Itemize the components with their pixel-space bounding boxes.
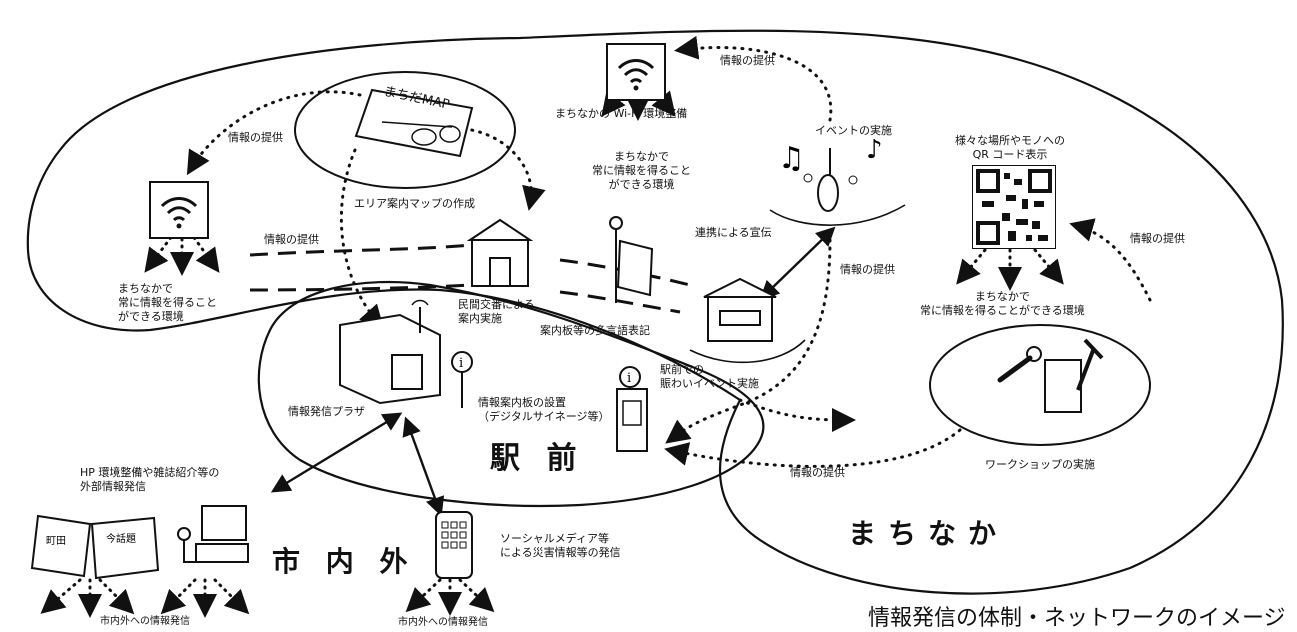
label-social: ソーシャルメディア等 による災害情報等の発信 [500,532,621,560]
label-env-right: まちなかで 常に情報を得ることができる環境 [920,290,1085,318]
kiosk-underline [689,339,806,364]
label-ekimae-event: 駅前での 賑わいイベント実施 [660,363,759,391]
wifi-icon-left [148,180,210,240]
svg-text:i: i [459,356,463,371]
workshop-tools-icon [990,330,1110,420]
label-plaza: 情報発信プラザ [288,405,365,418]
label-info-2: 情報の提供 [264,233,319,246]
label-info-4: 情報の提供 [840,263,895,276]
region-ekimae: 駅 前 [490,441,585,476]
wifi-icon-top [605,42,667,102]
svg-text:♫: ♫ [778,141,805,176]
label-info-5: 情報の提供 [1130,232,1185,245]
label-outside-1: 市内外への情報発信 [100,616,190,627]
label-signage-2: （デジタルサイネージ等） [478,410,610,423]
label-social-1: ソーシャルメディア等 [500,532,610,545]
info-plaza-icon [330,295,450,405]
label-info-1: 情報の提供 [228,131,283,144]
svg-text:♪: ♪ [866,135,883,165]
label-outside-2: 市内外への情報発信 [398,617,488,628]
label-ekimae-event-2: 賑わいイベント実施 [660,377,759,390]
event-underline [769,204,906,226]
label-workshop: ワークショップの実施 [985,458,1095,471]
label-social-2: による災害情報等の発信 [500,546,621,559]
svg-text:町田: 町田 [46,536,66,547]
machinaka-outline [26,29,1284,595]
label-signage: 情報案内板の設置 （デジタルサイネージ等） [478,396,610,424]
region-machinaka: まちなか [848,517,1009,550]
diagram-caption: 情報発信の体制・ネットワークのイメージ [868,606,1286,631]
label-private-1: 民間交番による [458,298,535,311]
magazines-icon: 町田 今話題 [30,508,160,580]
label-env-center: まちなかで 常に情報を得ること ができる環境 [592,150,691,192]
label-hp-1: HP 環境整備や雑誌紹介等の [80,466,220,479]
label-env-right-1: まちなかで [974,290,1030,303]
computer-icon [172,492,252,572]
label-hp-2: 外部情報発信 [80,480,146,493]
label-wifi-top: まちなかの Wi-Fi 環境整備 [555,107,688,120]
label-info-3: 情報の提供 [720,54,775,67]
label-env-left-2: 常に情報を得ること [118,296,217,309]
label-env-center-2: 常に情報を得ること [592,164,691,177]
label-hp: HP 環境整備や雑誌紹介等の 外部情報発信 [80,466,219,494]
label-multilang: 案内板等の多言語表記 [540,324,650,337]
kiosk-icon [700,275,780,345]
label-env-center-3: ができる環境 [608,178,675,191]
label-map-creation: エリア案内マップの作成 [354,197,475,210]
label-ekimae-event-1: 駅前での [660,363,704,376]
info-sign-icon: i [450,350,474,410]
label-qr-2: QR コード表示 [972,148,1048,161]
label-pr: 連携による宣伝 [695,226,772,239]
svg-text:i: i [627,371,631,386]
label-info-6: 情報の提供 [790,466,845,479]
label-env-left-3: ができる環境 [118,310,184,323]
signpost-icon [598,215,658,305]
label-qr: 様々な場所やモノへの QR コード表示 [955,134,1065,162]
label-signage-1: 情報案内板の設置 [478,396,566,409]
qr-code-icon [971,164,1057,250]
workshop-outline [929,324,1151,446]
label-event: イベントの実施 [815,124,892,137]
station-building-icon [460,210,540,290]
label-private: 民間交番による 案内実施 [458,298,535,326]
map-outline [294,71,516,189]
label-qr-1: 様々な場所やモノへの [955,134,1065,147]
label-env-right-2: 常に情報を得ることができる環境 [920,304,1085,317]
svg-text:今話題: 今話題 [106,532,136,545]
label-env-left-1: まちなかで [118,282,173,295]
label-private-2: 案内実施 [458,312,502,325]
digital-signage-icon: i [605,365,655,460]
smartphone-icon [432,510,476,582]
label-env-center-1: まちなかで [614,150,669,163]
region-shinaigai: 市 内 外 [272,545,416,578]
music-event-icon: ♫ ♪ [778,128,888,218]
label-env-left: まちなかで 常に情報を得ること ができる環境 [118,282,217,324]
map-icon [352,82,482,160]
